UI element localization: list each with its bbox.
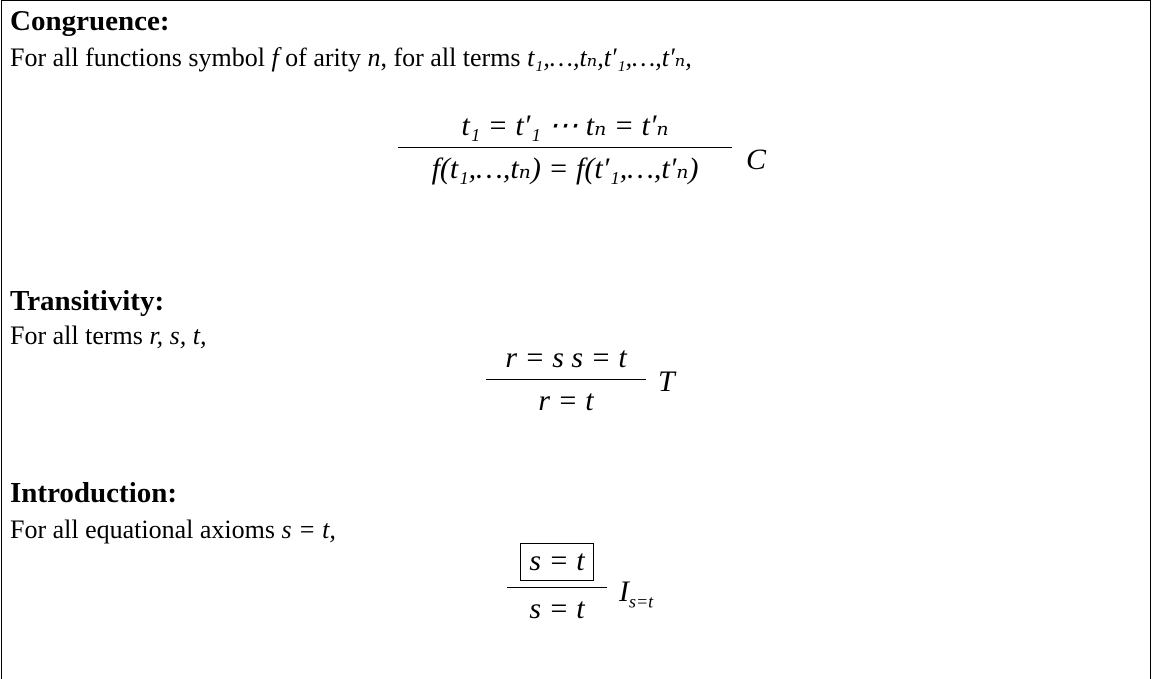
transitivity-inference-bar	[486, 379, 646, 380]
transitivity-fraction: r = s s = t r = t	[486, 343, 646, 416]
congruence-desc-f: f	[271, 43, 279, 72]
introduction-description: For all equational axioms s = t,	[10, 517, 336, 543]
congruence-desc-terms: t₁,…,tₙ,t′₁,…,t′ₙ,	[527, 43, 692, 72]
introduction-desc-prefix: For all equational axioms	[10, 515, 282, 544]
congruence-desc-mid2: , for all terms	[380, 43, 528, 72]
congruence-desc-n: n	[367, 43, 381, 72]
transitivity-rule-label: T	[658, 365, 675, 398]
congruence-rule-label: C	[746, 143, 767, 176]
congruence-conclusion: f(t₁,…,tₙ) = f(t′₁,…,t′ₙ)	[431, 152, 699, 185]
introduction-inference-bar	[507, 587, 607, 588]
introduction-desc-eq: s = t,	[281, 515, 336, 544]
introduction-premise: s = t	[507, 543, 607, 581]
congruence-description: For all functions symbol f of arity n, f…	[10, 45, 692, 71]
introduction-conclusion: s = t	[529, 592, 585, 625]
introduction-fraction: s = t s = t	[507, 543, 607, 624]
congruence-desc-prefix: For all functions symbol	[10, 43, 272, 72]
introduction-label-main: I	[619, 575, 629, 608]
transitivity-description: For all terms r, s, t,	[10, 323, 206, 349]
transitivity-desc-vars: r, s, t,	[149, 321, 207, 350]
introduction-rule-label: Is=t	[619, 575, 654, 612]
congruence-premises: t₁ = t′₁ ⋯ tₙ = t′ₙ	[461, 109, 669, 142]
transitivity-desc-prefix: For all terms	[10, 321, 150, 350]
congruence-desc-mid: of arity	[278, 43, 368, 72]
congruence-fraction: t₁ = t′₁ ⋯ tₙ = t′ₙ f(t₁,…,tₙ) = f(t′₁,……	[398, 111, 732, 184]
introduction-axiom-box: s = t	[520, 543, 594, 581]
transitivity-conclusion: r = t	[538, 384, 594, 417]
congruence-heading: Congruence:	[10, 5, 170, 37]
introduction-label-sub: s=t	[629, 591, 654, 612]
transitivity-premises: r = s s = t	[505, 341, 627, 374]
introduction-heading: Introduction:	[10, 477, 178, 509]
congruence-inference-bar	[398, 147, 732, 148]
transitivity-heading: Transitivity:	[10, 285, 165, 317]
